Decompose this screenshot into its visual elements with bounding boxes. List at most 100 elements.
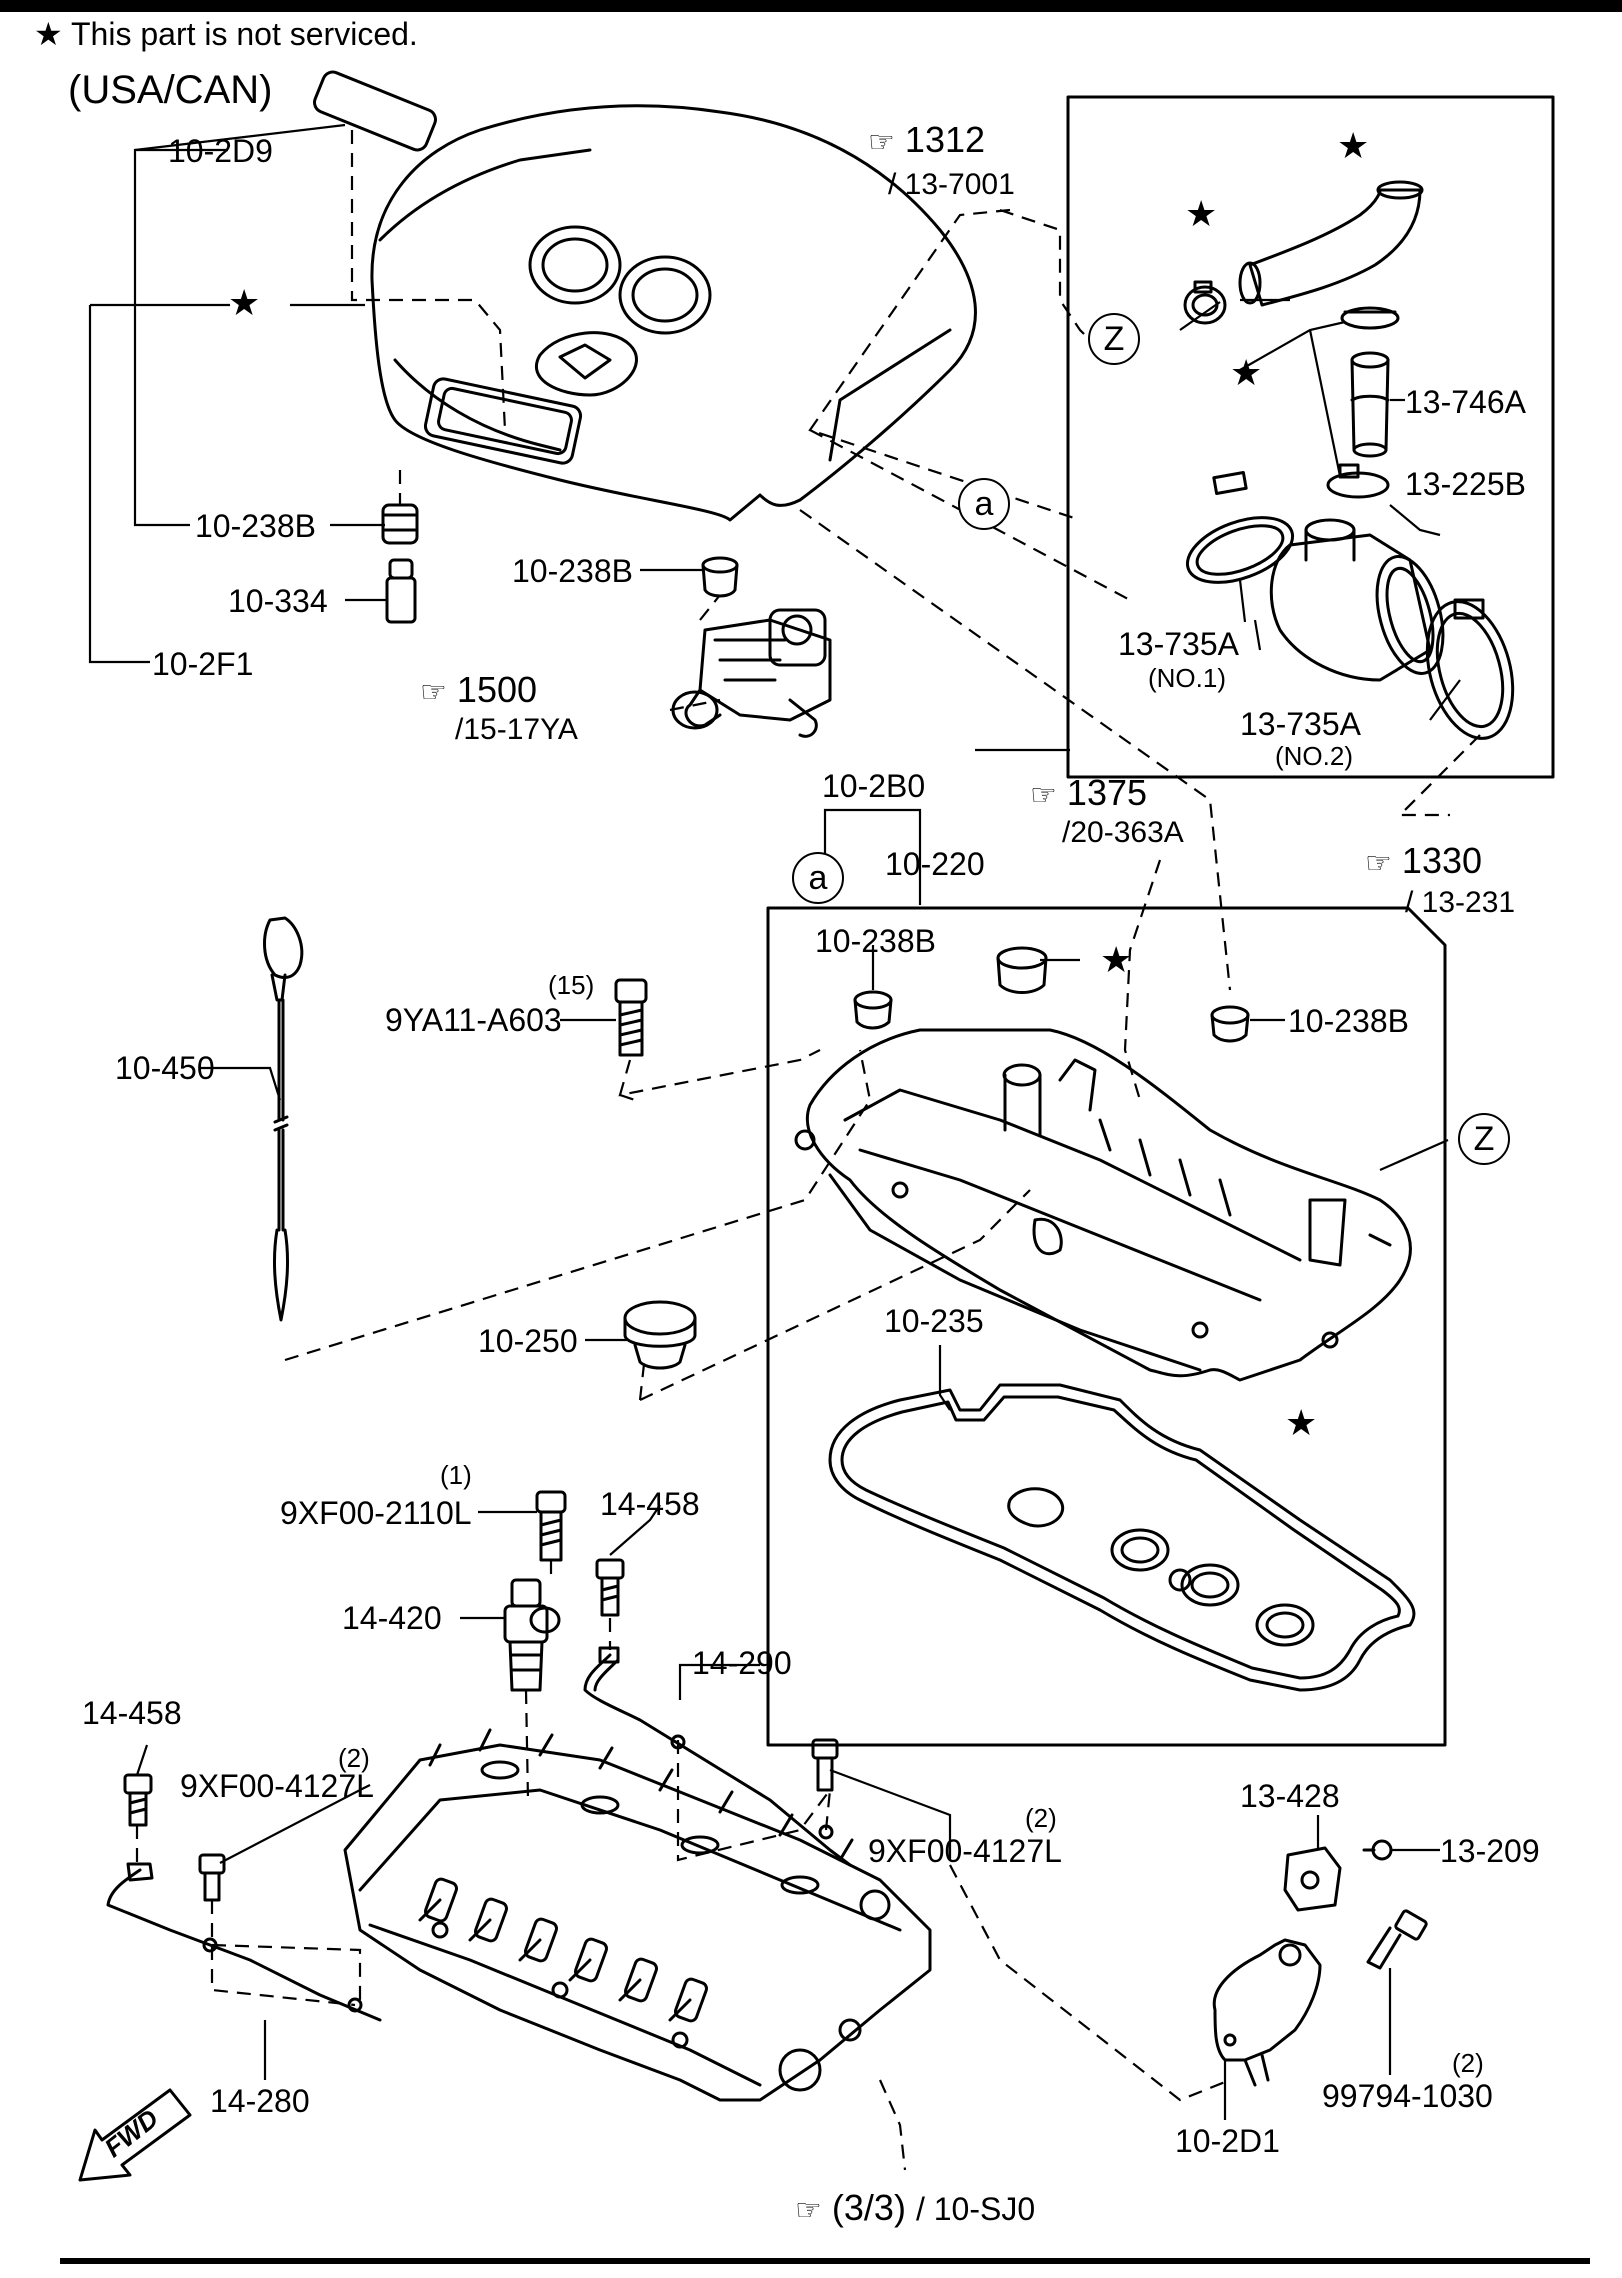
part-10-238b[interactable]: 10-238B (195, 508, 316, 544)
part-14-280[interactable]: 14-280 (210, 2083, 310, 2119)
part-10-2d9[interactable]: 10-2D9 (168, 133, 273, 169)
part-13-428[interactable]: 13-428 (1240, 1778, 1340, 1814)
bracket-13-428 (1283, 1846, 1342, 1912)
engine-cover (370, 104, 977, 522)
bottom-border (60, 2258, 1590, 2264)
region-label: (USA/CAN) (68, 68, 273, 112)
nut-13-209 (1362, 1839, 1393, 1861)
part-9ya11-a603[interactable]: 9YA11-A603 (385, 1002, 562, 1038)
part-10-2f1[interactable]: 10-2F1 (152, 646, 254, 682)
part-13-209[interactable]: 13-209 (1440, 1833, 1540, 1869)
ref-1375-number: 1375 (1066, 772, 1148, 813)
part-13-735a-no1[interactable]: 13-735A (1118, 626, 1239, 662)
pointing-hand-icon: ☞ (1365, 847, 1392, 880)
ocv-14-420 (503, 1578, 561, 1692)
pointing-hand-icon: ☞ (795, 2194, 822, 2227)
part-14-290[interactable]: 14-290 (692, 1645, 792, 1681)
qty-9ya11: (15) (548, 970, 595, 1000)
bolt-14-458-a (595, 1558, 625, 1617)
dipstick (263, 916, 304, 1322)
part-10-2b0[interactable]: 10-2B0 (822, 768, 926, 804)
part-10-238b[interactable]: 10-238B (1288, 1003, 1409, 1039)
hose-assembly-box (1066, 95, 1555, 779)
hose-clamp-lower (1326, 463, 1390, 499)
hose-13-225b (1269, 518, 1445, 682)
ref-1312-sub: / 13-7001 (888, 168, 1015, 201)
ref-3-3-sub: / 10-SJ0 (915, 2191, 1036, 2227)
part-10-2d1[interactable]: 10-2D1 (1175, 2123, 1280, 2159)
callout-a-mid: a (792, 852, 844, 904)
fwd-arrow (78, 2088, 192, 2182)
ref-1330[interactable]: ☞ 1330 (1365, 843, 1482, 879)
star-icon: ★ (1337, 125, 1370, 166)
part-99794-1030[interactable]: 99794-1030 (1322, 2078, 1493, 2114)
qty-99794-1030: (2) (1452, 2048, 1484, 2078)
hose-clamp-no2 (1425, 598, 1515, 740)
ref-1312[interactable]: ☞ 1312 (868, 122, 985, 158)
callout-a-top: a (958, 478, 1010, 530)
cylinder-head (343, 1728, 932, 2102)
star-icon: ★ (228, 282, 261, 323)
part-10-238b[interactable]: 10-238B (815, 923, 936, 959)
ventilation-hose (1238, 180, 1424, 307)
bolt-9xf00-4127l-right (811, 1738, 839, 1792)
part-14-458[interactable]: 14-458 (600, 1486, 700, 1522)
part-9xf00-4127l[interactable]: 9XF00-4127L (868, 1833, 1062, 1869)
callout-z-mid: Z (1458, 1113, 1510, 1165)
part-13-735a-no2[interactable]: 13-735A (1240, 706, 1361, 742)
oil-filler-cap (623, 1300, 697, 1370)
grommet-cover-mid (996, 946, 1048, 994)
star-icon: ★ (34, 16, 63, 52)
part-10-334[interactable]: 10-334 (228, 583, 328, 619)
part-13-225b[interactable]: 13-225B (1405, 466, 1526, 502)
pipe-13-746a (1350, 351, 1390, 458)
qty-9xf00-4127l-right: (2) (1025, 1803, 1057, 1833)
note-text: This part is not serviced. (71, 16, 418, 52)
part-10-238b[interactable]: 10-238B (512, 553, 633, 589)
ref-1375[interactable]: ☞ 1375 (1030, 775, 1147, 811)
part-14-458[interactable]: 14-458 (82, 1695, 182, 1731)
insulator-strip (313, 70, 437, 152)
not-serviced-note: ★ This part is not serviced. (34, 18, 418, 50)
callout-z-top: Z (1088, 313, 1140, 365)
part-13-735a-no2-sub: (NO.2) (1275, 741, 1353, 771)
ref-1330-number: 1330 (1401, 840, 1483, 881)
ref-1312-number: 1312 (904, 119, 986, 160)
pcv-valve (671, 608, 832, 738)
ref-1500[interactable]: ☞ 1500 (420, 672, 537, 708)
part-10-235[interactable]: 10-235 (884, 1303, 984, 1339)
pointing-hand-icon: ☞ (420, 676, 447, 709)
bolt-14-458-b (123, 1773, 153, 1827)
part-13-746a[interactable]: 13-746A (1405, 384, 1526, 420)
ref-1500-number: 1500 (456, 669, 538, 710)
qty-9xf00-2110l: (1) (440, 1460, 472, 1490)
part-13-735a-no1-sub: (NO.1) (1148, 663, 1226, 693)
ref-3-3[interactable]: ☞ (3/3) / 10-SJ0 (795, 2190, 1035, 2226)
bolt-99794-1030 (1366, 1909, 1428, 1970)
part-14-420[interactable]: 14-420 (342, 1600, 442, 1636)
hose-clamp-no1 (1185, 471, 1295, 584)
ref-1330-sub: / 13-231 (1405, 886, 1516, 919)
grommet-left (381, 503, 419, 545)
part-9xf00-4127l[interactable]: 9XF00-4127L (180, 1768, 374, 1804)
star-icon: ★ (1285, 1402, 1318, 1443)
top-border (0, 0, 1622, 12)
ref-3-3-number: (3/3) (831, 2187, 906, 2228)
part-9xf00-2110l[interactable]: 9XF00-2110L (280, 1495, 472, 1531)
oil-pipe-14-280 (106, 1862, 382, 2022)
pointing-hand-icon: ☞ (1030, 779, 1057, 812)
bolt-9xf00-2110l (535, 1490, 567, 1562)
cover-gasket (828, 1383, 1416, 1692)
grommet-cover-right (1210, 1005, 1250, 1043)
part-10-250[interactable]: 10-250 (478, 1323, 578, 1359)
star-icon: ★ (1100, 939, 1133, 980)
qty-9xf00-4127l-left: (2) (338, 1743, 370, 1773)
star-icon: ★ (1185, 193, 1218, 234)
star-icon: ★ (1230, 352, 1263, 393)
part-10-220[interactable]: 10-220 (885, 846, 985, 882)
ref-1375-sub: /20-363A (1062, 816, 1184, 849)
part-10-450[interactable]: 10-450 (115, 1050, 215, 1086)
cylinder-head-cover (794, 1028, 1412, 1382)
cylinder-head-cover-box (766, 906, 1447, 1747)
